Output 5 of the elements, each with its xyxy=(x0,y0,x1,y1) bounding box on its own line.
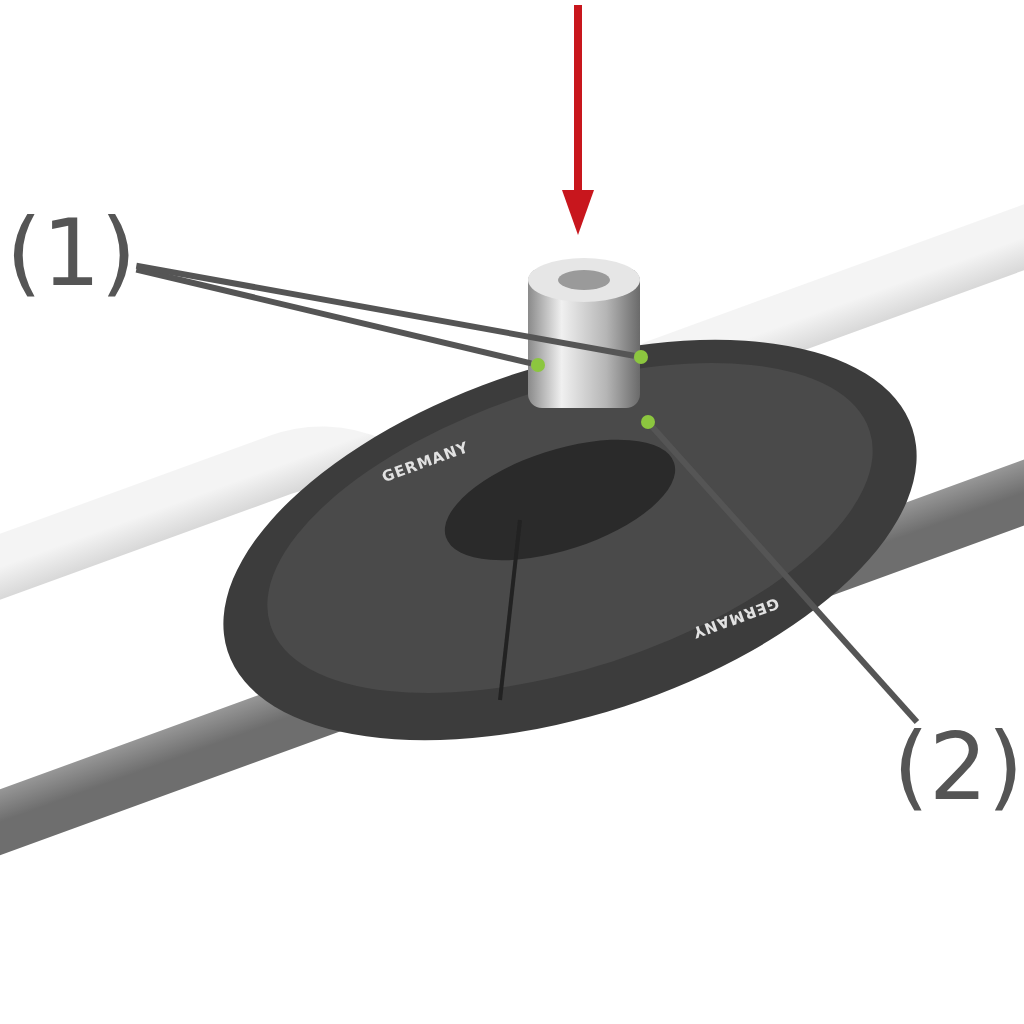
callout-number: (2) xyxy=(893,722,1024,814)
leader-line xyxy=(650,425,920,724)
leader-line xyxy=(135,266,532,367)
leader-line xyxy=(135,262,635,359)
callout-number: (1) xyxy=(6,208,137,300)
